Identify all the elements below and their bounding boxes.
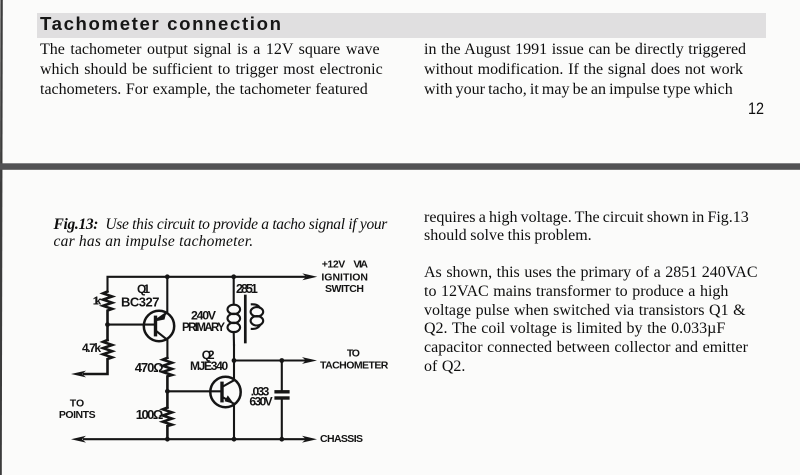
svg-text:470Ω: 470Ω <box>135 360 164 375</box>
svg-text:BC327: BC327 <box>121 295 160 310</box>
svg-text:IGNITION: IGNITION <box>321 271 368 283</box>
svg-text:CHASSIS: CHASSIS <box>320 433 363 445</box>
svg-text:+12V: +12V <box>322 258 346 270</box>
svg-text:2851: 2851 <box>236 282 258 296</box>
svg-text:SWITCH: SWITCH <box>325 283 364 295</box>
svg-text:MJE340: MJE340 <box>190 359 229 373</box>
svg-text:12: 12 <box>748 99 764 118</box>
svg-text:240V: 240V <box>191 309 217 323</box>
svg-text:4.7k: 4.7k <box>82 341 101 355</box>
svg-text:TACHOMETER: TACHOMETER <box>320 360 389 372</box>
svg-text:1k: 1k <box>93 295 102 307</box>
svg-text:VIA: VIA <box>353 258 368 270</box>
svg-text:TO: TO <box>347 348 360 360</box>
svg-text:.033: .033 <box>251 384 270 398</box>
svg-text:PRIMARY: PRIMARY <box>182 322 225 334</box>
svg-text:100Ω: 100Ω <box>136 407 164 422</box>
svg-text:POINTS: POINTS <box>59 409 96 421</box>
svg-text:630V: 630V <box>249 395 272 409</box>
svg-text:TO: TO <box>70 397 84 409</box>
svg-text:Q2: Q2 <box>202 348 215 362</box>
svg-text:Q1: Q1 <box>137 282 150 296</box>
